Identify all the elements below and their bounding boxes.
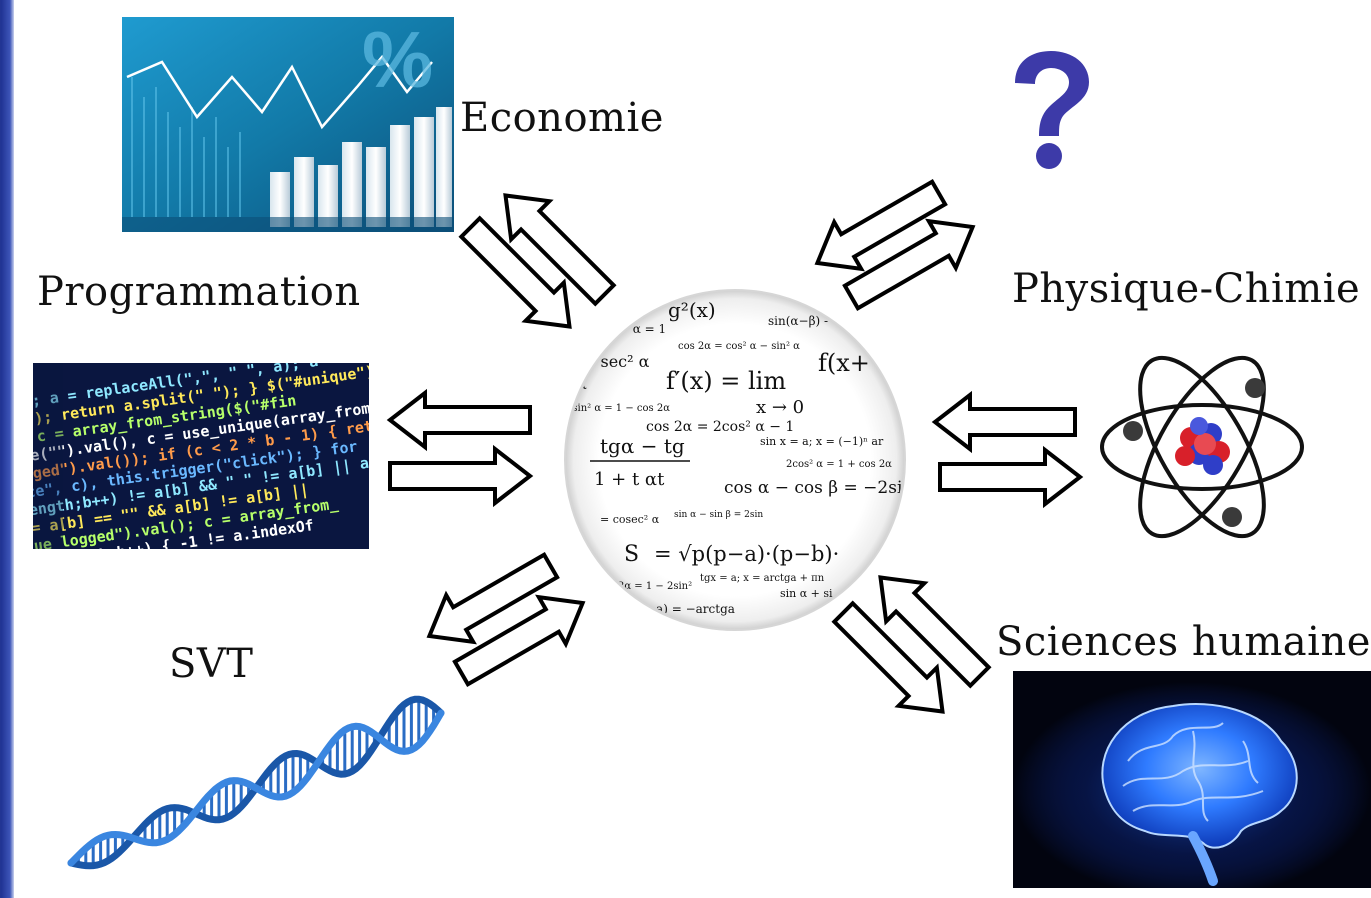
topic-label-programmation: Programmation	[37, 269, 361, 315]
formula-line: 2α = 1 − 2sin²	[618, 581, 692, 592]
topic-label-svt: SVT	[169, 641, 254, 687]
topic-label-physique: Physique-Chimie	[1012, 266, 1361, 312]
question-mark-icon	[1015, 51, 1089, 169]
formula-line: tgα − tg	[600, 434, 685, 458]
formula-line: cos 2α = cos² α − sin² α	[678, 341, 800, 352]
topic-label-sciences: Sciences humaines	[996, 619, 1371, 665]
code-screen-image: "); a = replaceAll(",", " ", a); a = a.r…	[33, 363, 369, 549]
formula-line: sin x = a; x = (−1)ⁿ ar	[760, 435, 884, 448]
dna-helix-image	[67, 695, 445, 870]
topic-label-economie: Economie	[460, 95, 664, 141]
formula-line: x → 0	[756, 397, 804, 418]
formula-line: f(x+	[818, 349, 870, 377]
brain-image	[1013, 671, 1371, 888]
formula-line: sin(α−β) -	[768, 314, 828, 328]
formula-line: cos α − cos β = −2sin	[724, 478, 910, 498]
svg-text:%: %	[362, 17, 433, 104]
formula-line: 1 + t αt	[594, 469, 665, 490]
atom-image	[1100, 355, 1304, 539]
formula-line: tgx = a; x = arctga + πn	[700, 573, 825, 584]
formula-line: = cosec² α	[600, 513, 660, 526]
formula-line: f′(x) = lim	[666, 367, 786, 395]
formula-line: −a) = −arctga	[646, 602, 735, 616]
formula-line: 2cos² α = 1 + cos 2α	[786, 459, 892, 470]
formula-line: S	[624, 542, 639, 567]
economy-chart-image: %	[122, 17, 454, 232]
formula-line: 2sin² α = 1 − cos 2α	[566, 403, 670, 414]
formula-line: sin α + si	[780, 587, 833, 600]
formula-line: sin α − sin β = 2sin	[674, 510, 763, 520]
formula-circle: g²(x) cos² α = 1 sin(α−β) - cos 2α = cos…	[564, 289, 910, 631]
formula-line: = √p(p−a)·(p−b)·	[654, 542, 839, 566]
formula-line: cos 2α = 2cos² α − 1	[646, 419, 794, 435]
